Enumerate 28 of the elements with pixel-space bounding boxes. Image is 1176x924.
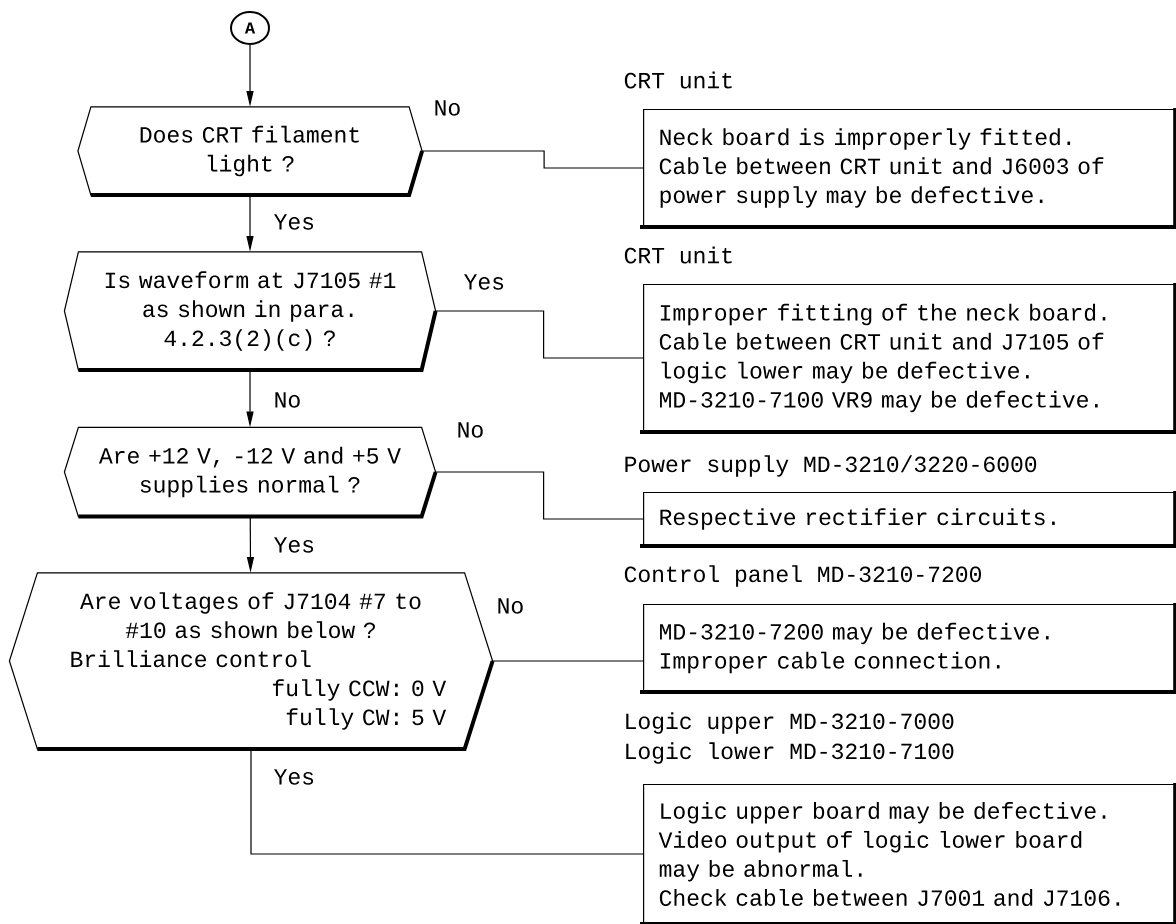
- connector-line: [492, 660, 644, 662]
- edge-label: No: [432, 99, 463, 117]
- edge-label: No: [455, 421, 486, 439]
- decision-hexagon: Are voltages of J7104 #7 to #10 as shown below ? Brilliance control fully CCW: 0 V fully CW: 5 V: [8, 572, 495, 752]
- result-box: Respective rectifier circuits.: [640, 490, 1176, 549]
- result-box: Logic upper board may be defective. Video output of logic lower board may be abnormal. Check cable between J7001 and J7106.: [640, 782, 1176, 924]
- decision-hexagon: Is waveform at J7105 #1 as shown in para. 4.2.3(2)(c) ?: [63, 251, 438, 373]
- component-label: Logic lower MD-3210-7100: [626, 742, 954, 764]
- component-label: Power supply MD-3210/3220-6000: [625, 455, 1037, 477]
- edge-label: Yes: [272, 213, 316, 231]
- component-label: CRT unit: [624, 71, 732, 89]
- connector-line: [421, 150, 644, 169]
- result-box: Neck board is improperly fitted. Cable between CRT unit and J6003 of power supply may be defective.: [640, 107, 1176, 230]
- edge-label: No: [272, 391, 303, 409]
- result-box: MD-3210-7200 may be defective. Improper cable connection.: [640, 602, 1176, 695]
- connector-line: [435, 310, 644, 359]
- edge-label: No: [495, 597, 526, 615]
- connector-line: [250, 748, 644, 855]
- edge-label: Yes: [462, 273, 506, 291]
- component-label: Control panel MD-3210-7200: [624, 565, 981, 587]
- connector-line: [435, 471, 644, 520]
- component-label: CRT unit: [624, 246, 732, 264]
- result-box: Improper fitting of the neck board. Cable between CRT unit and J7105 of logic lower may be defective. MD-3210-7100 VR9 may be defective.: [640, 282, 1176, 435]
- decision-hexagon: Does CRT filament light ?: [77, 106, 425, 198]
- decision-hexagon: Are +12 V, -12 V and +5 V supplies normal ?: [63, 426, 438, 519]
- edge-label: Yes: [272, 768, 316, 786]
- component-label: Logic upper MD-3210-7000: [626, 712, 954, 734]
- edge-label: Yes: [272, 536, 316, 554]
